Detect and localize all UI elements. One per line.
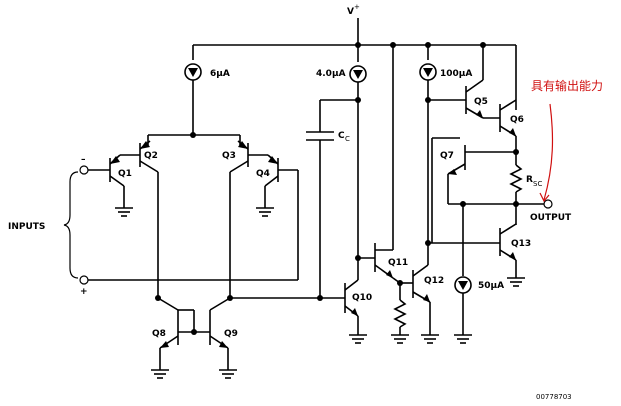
transistor-q2 — [120, 140, 159, 298]
q11-label: Q11 — [388, 258, 408, 268]
plus-sign: + — [80, 287, 88, 297]
inputs-label: INPUTS — [8, 222, 45, 232]
transistor-q10 — [344, 258, 367, 344]
q1-label: Q1 — [118, 169, 132, 179]
transistor-q5 — [428, 79, 500, 119]
rsc-label: R — [526, 175, 533, 185]
output-label: OUTPUT — [530, 213, 572, 223]
inputs-brace — [63, 171, 79, 279]
i6-label: 6µA — [210, 69, 230, 79]
transistor-q11 — [358, 243, 403, 286]
resistor-q11 — [391, 283, 409, 344]
current-source-4ua — [349, 65, 367, 261]
vplus-sup-label: + — [354, 3, 360, 11]
compensation-capacitor — [306, 99, 358, 298]
i50-label: 50µA — [478, 281, 504, 291]
q3-label: Q3 — [222, 151, 236, 161]
current-source-100ua — [419, 63, 437, 246]
current-mirror — [151, 295, 345, 379]
resistor-rsc — [509, 152, 553, 225]
q6-label: Q6 — [510, 115, 524, 125]
q8-label: Q8 — [152, 329, 166, 339]
part-number: 00778703 — [536, 393, 572, 401]
i4-label: 4.0µA — [316, 69, 346, 79]
transistor-q1 — [79, 154, 133, 217]
q2-label: Q2 — [144, 151, 158, 161]
minus-sign: – — [81, 155, 86, 165]
annotation-text: 具有输出能力 — [531, 78, 603, 93]
q10-label: Q10 — [352, 293, 372, 303]
cc-label: C — [338, 131, 345, 141]
supply-rail — [192, 18, 517, 250]
annotation-arrow — [543, 103, 554, 201]
transistor-q13 — [428, 223, 525, 287]
rsc-sub-label: SC — [533, 180, 542, 188]
i100-label: 100µA — [440, 69, 472, 79]
vplus-label: V — [347, 7, 354, 17]
transistor-q4 — [79, 154, 299, 285]
cc-sub-label: C — [345, 135, 350, 143]
q13-label: Q13 — [511, 239, 531, 249]
current-source-50ua — [454, 204, 472, 344]
q5-label: Q5 — [474, 97, 488, 107]
q4-label: Q4 — [256, 169, 270, 179]
transistor-q3 — [229, 140, 268, 298]
q9-label: Q9 — [224, 329, 238, 339]
q12-label: Q12 — [424, 276, 444, 286]
transistor-q7 — [431, 137, 516, 243]
q7-label: Q7 — [440, 151, 454, 161]
current-source-6ua — [184, 63, 202, 138]
transistor-q12 — [400, 243, 439, 344]
